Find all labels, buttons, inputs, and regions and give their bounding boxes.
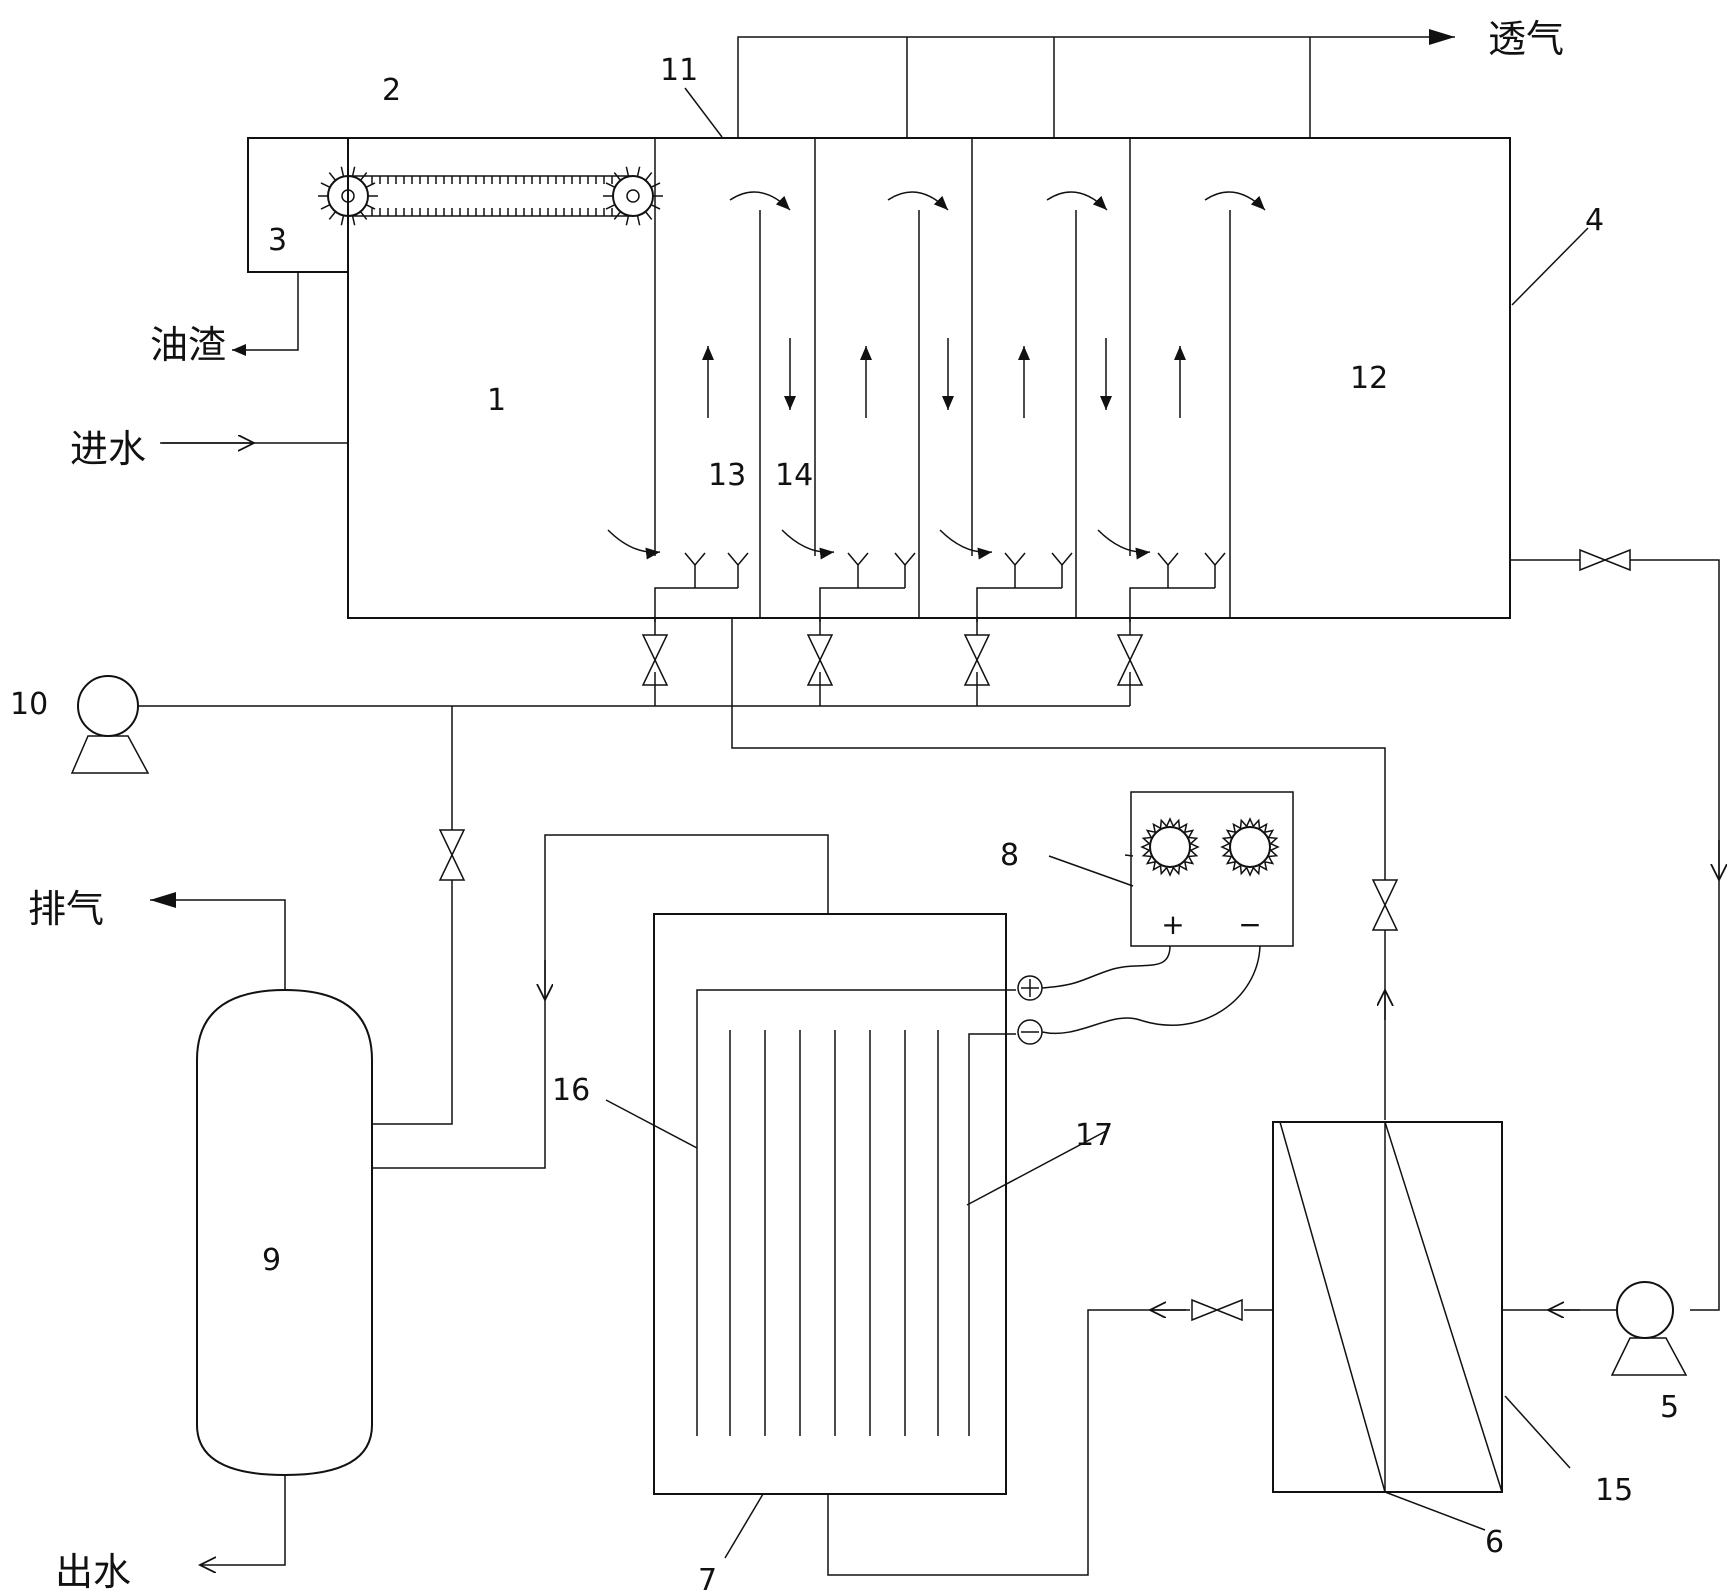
recycle-line	[731, 618, 1386, 880]
label-11: 11	[660, 53, 698, 88]
permeate-gas-label: 透气	[1488, 17, 1564, 61]
label-16: 16	[552, 1073, 590, 1108]
label-13: 13	[708, 458, 746, 493]
label-5: 5	[1660, 1390, 1679, 1425]
flow-arrows	[607, 191, 1266, 560]
conveyor-skimmer	[318, 166, 663, 226]
skimmer-housing	[247, 137, 348, 273]
electrolytic-cell	[653, 913, 1043, 1495]
label-3: 3	[268, 223, 287, 258]
valves	[438, 548, 1631, 1322]
label-2: 2	[382, 73, 401, 108]
separation-column	[1272, 1121, 1503, 1493]
water-outlet-label: 出水	[55, 1550, 131, 1594]
power-supply: + −	[1130, 791, 1294, 947]
oil-residue-outlet	[232, 272, 299, 356]
label-6: 6	[1485, 1525, 1504, 1560]
gas-outlet-manifold	[737, 29, 1455, 138]
label-9: 9	[262, 1243, 281, 1278]
label-1: 1	[487, 383, 506, 418]
aeration-system	[654, 552, 1226, 622]
leader-lines	[605, 87, 1589, 1559]
label-8: 8	[1000, 838, 1019, 873]
outlet-line	[200, 1475, 286, 1565]
label-12: 12	[1350, 361, 1388, 396]
exhaust-line	[150, 892, 286, 990]
water-inlet-label: 进水	[70, 427, 146, 471]
plus-sign: +	[1161, 908, 1184, 941]
oil-residue-label: 油渣	[150, 323, 226, 367]
label-7: 7	[698, 1563, 717, 1595]
exhaust-label: 排气	[28, 887, 104, 931]
label-10: 10	[10, 687, 48, 722]
label-4: 4	[1585, 203, 1604, 238]
air-pump	[70, 675, 1130, 774]
separator-vessel	[196, 988, 373, 1477]
label-14: 14	[775, 458, 813, 493]
positive-wire	[1041, 945, 1171, 989]
label-17: 17	[1075, 1118, 1113, 1153]
minus-sign: −	[1238, 908, 1261, 941]
label-15: 15	[1595, 1473, 1633, 1508]
main-tank	[160, 137, 1511, 619]
feed-pump	[1610, 1281, 1688, 1376]
negative-wire	[1041, 945, 1261, 1035]
